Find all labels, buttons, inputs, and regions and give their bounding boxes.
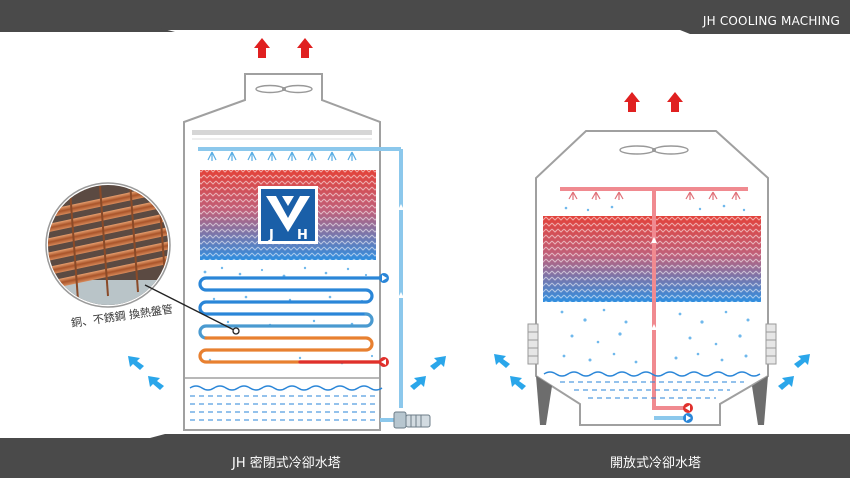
logo-letter-h: H <box>297 228 308 243</box>
exhaust-arrow-icon <box>254 38 270 58</box>
cold-water-outlet-icon <box>683 413 693 423</box>
open-basin-water-lines <box>560 381 744 399</box>
basin-water-surface <box>189 385 383 391</box>
logo-icon: J H <box>258 186 318 244</box>
fan-icon <box>619 145 689 155</box>
caption-open-tower: 開放式冷卻水塔 <box>610 456 702 471</box>
riser-pipe <box>652 189 684 410</box>
pump-icon <box>380 411 431 429</box>
open-tower <box>494 92 810 426</box>
top-banner <box>0 0 850 34</box>
closed-tower: J H <box>45 38 446 431</box>
water-droplets <box>203 266 374 365</box>
spray-nozzle-icon <box>568 191 741 200</box>
logo-letter-j: J <box>268 228 274 243</box>
coil-outlet-icon <box>379 273 389 283</box>
exhaust-arrow-icon <box>667 92 683 112</box>
hot-water-inlet-icon <box>683 403 693 413</box>
drift-eliminator <box>192 130 372 135</box>
air-louver <box>765 323 777 365</box>
support-leg <box>536 376 552 425</box>
brand-name: JH COOLING MACHING <box>702 14 840 28</box>
coil-inlet-icon <box>379 357 389 367</box>
open-water-droplets <box>560 308 750 364</box>
basin-water-lines <box>190 395 376 421</box>
exhaust-arrow-icon <box>297 38 313 58</box>
airflow-arrow-icon <box>494 354 810 390</box>
open-basin-water-surface <box>543 371 761 377</box>
air-louver <box>527 323 539 365</box>
heat-exchange-coil <box>198 276 382 364</box>
exhaust-arrow-icon <box>624 92 640 112</box>
support-leg <box>752 376 768 425</box>
airflow-arrow-icon <box>128 356 446 390</box>
coil-leader-line <box>144 284 237 332</box>
fan-icon <box>255 84 313 94</box>
bottom-banner <box>0 434 850 478</box>
spray-nozzle-icon <box>207 151 357 161</box>
coil-photo-inset <box>45 182 171 308</box>
caption-closed-tower: JH 密閉式冷卻水塔 <box>232 456 341 471</box>
